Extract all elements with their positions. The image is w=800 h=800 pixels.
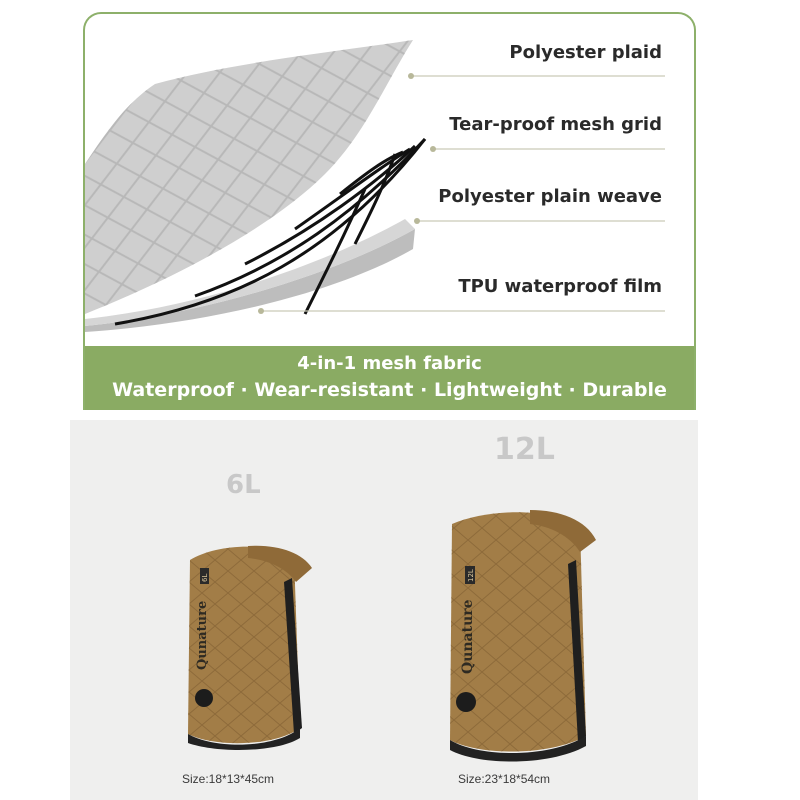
- banner-features: Waterproof · Wear-resistant · Lightweigh…: [112, 379, 667, 401]
- capacity-6l: 6L: [226, 470, 261, 500]
- mesh-grid-layer: [114, 137, 427, 326]
- leader-dots: [258, 73, 436, 314]
- layer-label-plaid: Polyester plaid: [509, 42, 662, 63]
- feature-banner: 4-in-1 mesh fabric Waterproof · Wear-res…: [85, 346, 694, 410]
- bag-12l-badge: 12L: [467, 569, 475, 582]
- bag-12l-image: Qunature 12L: [450, 510, 596, 762]
- banner-title: 4-in-1 mesh fabric: [297, 353, 482, 374]
- layer-label-plain-weave: Polyester plain weave: [438, 186, 662, 207]
- size-label-12l: Size:23*18*54cm: [458, 772, 551, 786]
- layer-label-tpu-film: TPU waterproof film: [458, 276, 662, 297]
- product-area: 6L 12L Qunature 6L Qunature 1: [70, 420, 698, 800]
- leader-lines: [261, 75, 665, 312]
- bag-6l-badge: 6L: [201, 574, 209, 582]
- plain-weave-layer: [85, 219, 415, 326]
- fabric-layers-illustration: [85, 40, 665, 332]
- fabric-layers-card: Polyester plaid Tear-proof mesh grid Pol…: [83, 12, 696, 410]
- bag-6l-image: Qunature 6L: [188, 545, 312, 750]
- bag-6l-brand: Qunature: [195, 601, 210, 670]
- plaid-pattern: [85, 40, 413, 314]
- layer-label-mesh-grid: Tear-proof mesh grid: [449, 114, 662, 135]
- size-label-6l: Size:18*13*45cm: [182, 772, 275, 786]
- capacity-12l: 12L: [494, 432, 555, 467]
- bag-12l-brand: Qunature: [460, 599, 476, 674]
